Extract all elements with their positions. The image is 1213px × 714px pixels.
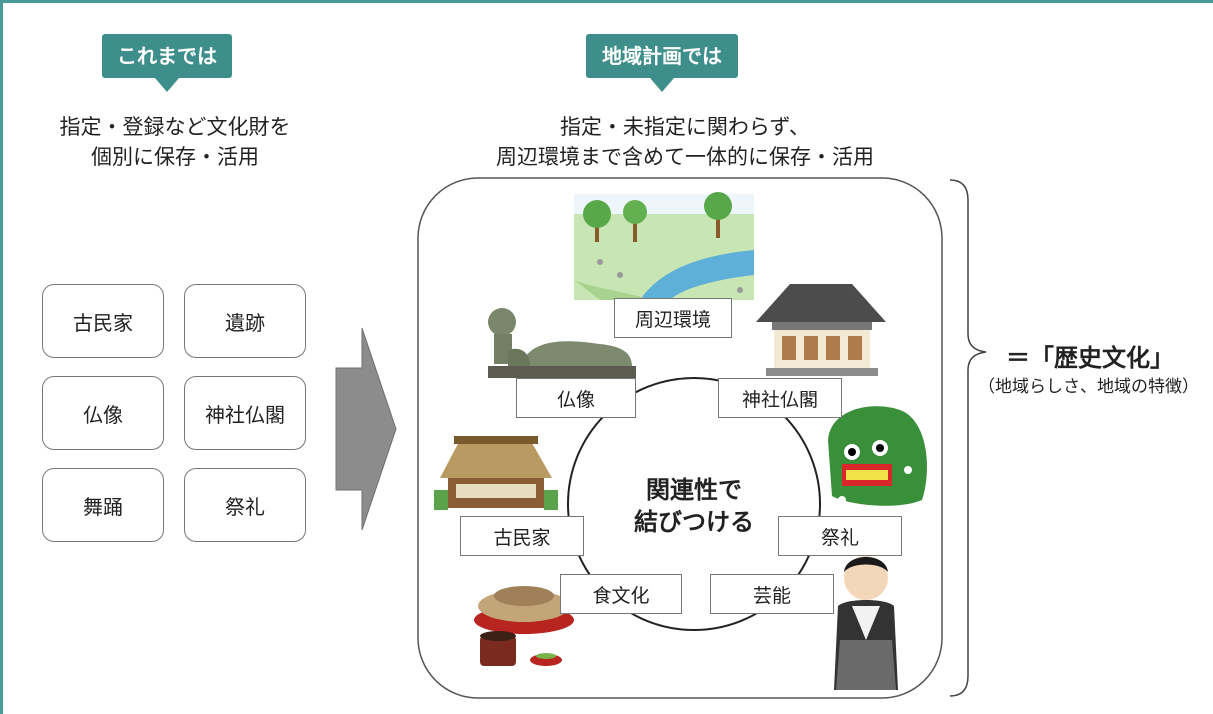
tag-label: 周辺環境 bbox=[634, 308, 711, 331]
right-caption-line1: 指定・未指定に関わらず、 bbox=[559, 115, 811, 139]
box-festival: 祭礼 bbox=[184, 468, 306, 542]
box-label: 舞踊 bbox=[83, 494, 123, 519]
tag-label: 仏像 bbox=[556, 388, 595, 411]
box-ruins: 遺跡 bbox=[184, 284, 306, 358]
center-line2: 結びつける bbox=[634, 508, 754, 536]
tag-festival: 祭礼 bbox=[778, 516, 902, 556]
box-label: 祭礼 bbox=[225, 494, 265, 519]
box-label: 神社仏閣 bbox=[205, 402, 285, 427]
relation-circle bbox=[567, 377, 821, 631]
left-caption-line1: 指定・登録など文化財を bbox=[59, 115, 291, 139]
lion-dance-illustration bbox=[828, 406, 927, 506]
buddha-statue-illustration bbox=[488, 308, 636, 378]
tag-shrine: 神社仏閣 bbox=[718, 378, 842, 418]
left-caption-line2: 個別に保存・活用 bbox=[91, 145, 259, 169]
box-dance: 舞踊 bbox=[42, 468, 164, 542]
old-house-illustration bbox=[434, 436, 558, 510]
box-label: 仏像 bbox=[83, 402, 123, 427]
box-old-house: 古民家 bbox=[42, 284, 164, 358]
landscape-illustration bbox=[574, 192, 754, 300]
tag-environment: 周辺環境 bbox=[614, 298, 732, 338]
result-main: ＝「歴史文化」 bbox=[1006, 344, 1174, 372]
region-container bbox=[417, 177, 943, 699]
right-caption-line2: 周辺環境まで含めて一体的に保存・活用 bbox=[496, 145, 874, 169]
center-line1: 関連性で bbox=[646, 476, 742, 504]
tag-performing: 芸能 bbox=[710, 574, 834, 614]
soba-illustration bbox=[474, 586, 574, 666]
tag-label: 芸能 bbox=[752, 584, 791, 607]
box-label: 古民家 bbox=[73, 310, 133, 335]
box-buddha: 仏像 bbox=[42, 376, 164, 450]
tag-label: 神社仏閣 bbox=[741, 388, 818, 411]
left-tag: これまでは bbox=[102, 34, 232, 78]
tag-old-house: 古民家 bbox=[460, 516, 584, 556]
right-tag: 地域計画では bbox=[586, 34, 738, 78]
tag-label: 祭礼 bbox=[820, 526, 859, 549]
big-arrow-icon bbox=[335, 327, 397, 531]
temple-illustration bbox=[756, 284, 886, 376]
tag-food: 食文化 bbox=[560, 574, 682, 614]
tag-label: 食文化 bbox=[592, 584, 650, 607]
box-label: 遺跡 bbox=[225, 310, 265, 335]
tag-buddha: 仏像 bbox=[516, 378, 636, 418]
result-sub: （地域らしさ、地域の特徴） bbox=[978, 377, 1199, 397]
performer-illustration bbox=[834, 556, 898, 690]
brace-icon bbox=[949, 179, 987, 697]
tag-label: 古民家 bbox=[493, 526, 551, 549]
box-shrine: 神社仏閣 bbox=[184, 376, 306, 450]
